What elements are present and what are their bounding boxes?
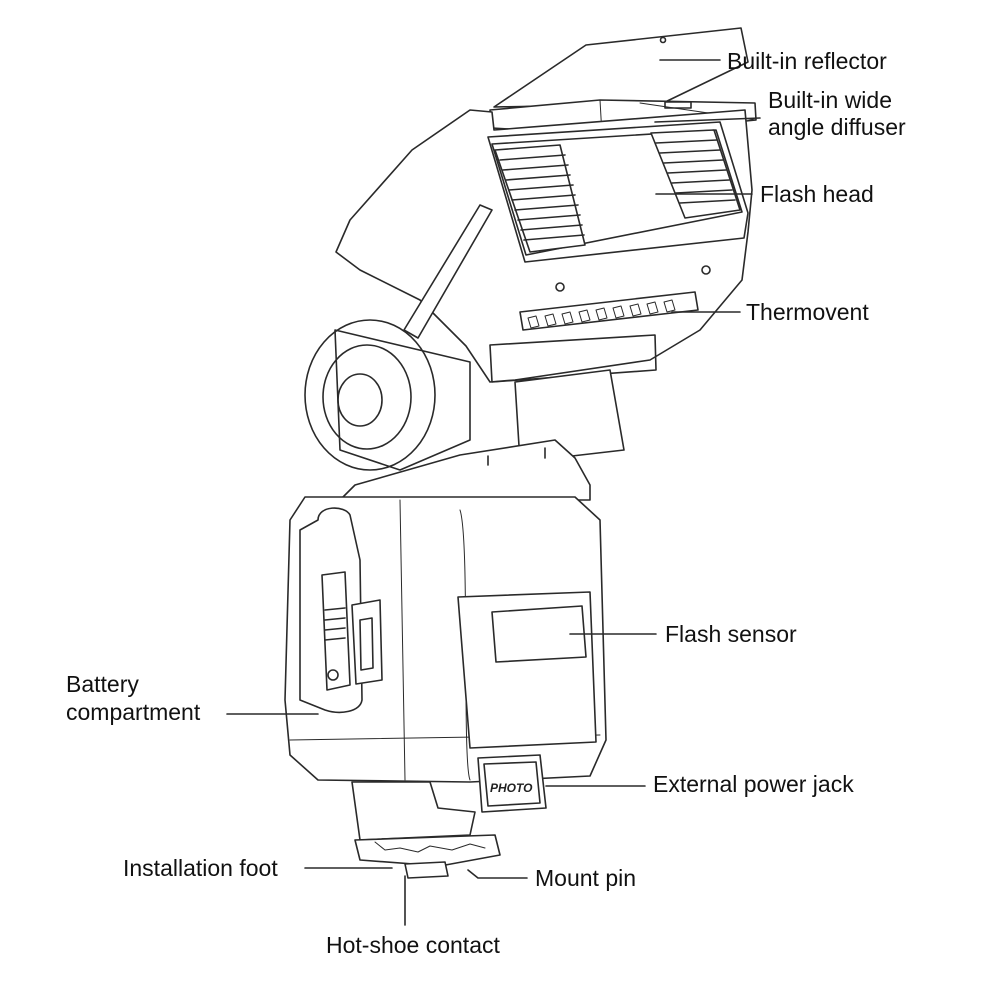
label-thermovent: Thermovent (746, 299, 869, 325)
label-battery-compartment-line1: Battery (66, 671, 139, 697)
leader-lines (226, 59, 761, 926)
flash-sensor-window (457, 591, 597, 749)
swivel-collar (339, 439, 591, 501)
builtin-reflector-card (493, 27, 749, 108)
external-power-jack: PHOTO (477, 754, 547, 813)
label-flash-head: Flash head (760, 181, 874, 207)
battery-compartment-door (299, 507, 383, 714)
label-installation-foot: Installation foot (123, 855, 278, 881)
jack-photo-text: PHOTO (490, 781, 533, 795)
thermovent-grille (519, 291, 699, 331)
label-hotshoe-contact: Hot-shoe contact (326, 932, 500, 958)
label-wide-angle-diffuser-line2: angle diffuser (768, 114, 906, 140)
diffuser-leader (654, 117, 761, 123)
installation-foot-assembly (351, 781, 501, 879)
label-wide-angle-diffuser-line1: Built-in wide (768, 87, 892, 113)
label-mount-pin: Mount pin (535, 865, 637, 891)
label-builtin-reflector: Built-in reflector (727, 48, 887, 74)
label-external-power-jack: External power jack (653, 771, 854, 797)
label-flash-sensor: Flash sensor (665, 621, 797, 647)
label-battery-compartment-line2: compartment (66, 699, 201, 725)
mount-pin-leader (467, 869, 528, 879)
flash-head-body (304, 109, 753, 471)
